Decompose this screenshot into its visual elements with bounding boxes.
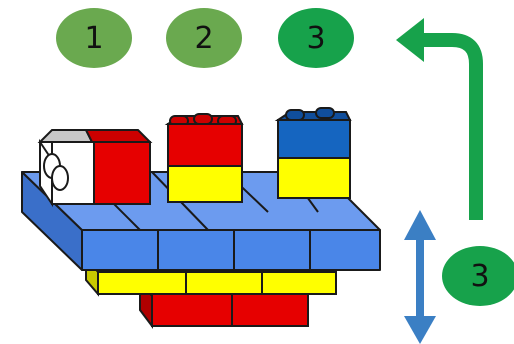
step-3-label: 3	[306, 20, 326, 56]
next-step-badge[interactable]: 3	[442, 246, 514, 306]
next-step-label: 3	[470, 258, 490, 294]
step-3-badge[interactable]: 3	[278, 8, 354, 68]
white-red-brick	[37, 129, 153, 208]
blue-yellow-stack	[274, 107, 352, 199]
red-yellow-stack	[164, 113, 244, 203]
bottom-red-bricks	[139, 277, 309, 329]
turn-up-left-arrow-icon	[396, 18, 483, 220]
step-1-badge[interactable]: 1	[56, 8, 132, 68]
yellow-under-layer	[85, 255, 337, 297]
step-2-badge[interactable]: 2	[166, 8, 242, 68]
vertical-double-arrow-icon	[404, 210, 436, 344]
step-1-label: 1	[84, 20, 104, 56]
step-2-label: 2	[194, 20, 214, 56]
